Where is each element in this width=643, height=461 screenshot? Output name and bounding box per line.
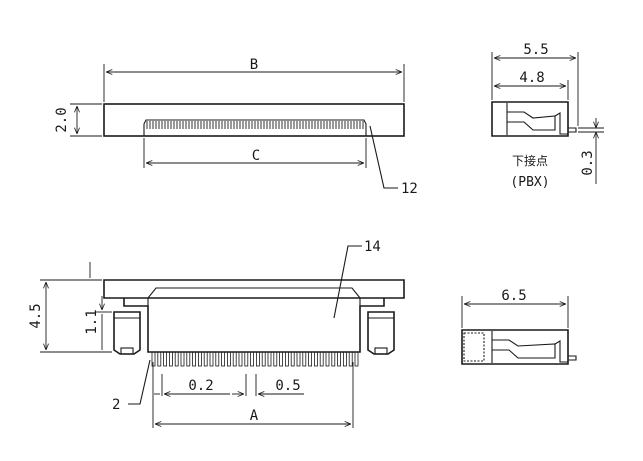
- dim-width-label: 6.5: [501, 288, 526, 304]
- side-view-bottom: 6.5: [461, 288, 577, 365]
- front-contact-pin: [342, 351, 347, 367]
- dim-pitch-a-label: 0.2: [188, 378, 213, 394]
- side-view-top: 5.5 4.8 0.3 下接点 (PBX): [491, 42, 604, 190]
- side-bottom-contact: [568, 355, 577, 361]
- front-contact-pin: [238, 351, 243, 367]
- front-contact-pin: [209, 351, 214, 367]
- dim-height-top-label: 2.0: [54, 107, 70, 132]
- dim-height-front-label: 4.5: [28, 303, 44, 328]
- front-contact-pin: [226, 351, 231, 367]
- caption-bottom-contact: 下接点: [512, 153, 548, 168]
- top-view-contacts: [146, 121, 364, 129]
- front-contact-pin: [244, 351, 249, 367]
- front-contact-pin: [354, 351, 359, 367]
- side-top-contact: [568, 127, 577, 133]
- callout-12-label: 12: [401, 181, 418, 197]
- dim-pitch-b-label: 0.5: [275, 378, 300, 394]
- front-contact-pin: [279, 351, 284, 367]
- front-view: 4.5 1.1 0.2 0.5 A 2 14: [28, 239, 405, 428]
- callout-2-label: 2: [112, 397, 120, 413]
- front-contact-pin: [163, 351, 168, 367]
- front-contact-pin: [250, 351, 255, 367]
- front-contact-pin: [180, 351, 185, 367]
- side-top-body: [491, 101, 569, 137]
- front-contact-pin: [319, 351, 324, 367]
- front-contact-pin: [151, 351, 156, 367]
- front-contacts: [151, 351, 359, 367]
- front-contact-pin: [296, 351, 301, 367]
- front-cover: [103, 279, 405, 299]
- side-top-cavity: [506, 103, 556, 135]
- front-contact-pin: [325, 351, 330, 367]
- dim-inner-height-label: 1.1: [84, 309, 100, 334]
- front-contact-pin: [157, 351, 162, 367]
- front-contact-pin: [174, 351, 179, 367]
- front-contact-pin: [348, 351, 353, 367]
- front-contact-pin: [186, 351, 191, 367]
- front-contact-pin: [267, 351, 272, 367]
- top-view: B C 2.0 12: [54, 57, 418, 197]
- dim-outer-label: 5.5: [523, 42, 548, 58]
- side-top-latch: [554, 112, 568, 135]
- front-contact-pin: [273, 351, 278, 367]
- front-contact-pin: [221, 351, 226, 367]
- callout-2-leader: [128, 359, 151, 405]
- side-bottom-cavity: [491, 331, 556, 363]
- dim-inner-label: 4.8: [519, 70, 544, 86]
- side-bottom-cover: [463, 332, 485, 362]
- front-contact-pin: [255, 351, 260, 367]
- top-view-body: [103, 103, 405, 137]
- callout-14-leader: [333, 245, 362, 319]
- front-contact-pin: [302, 351, 307, 367]
- front-contact-pin: [331, 351, 336, 367]
- caption-pbx: (PBX): [510, 175, 549, 190]
- callout-14-label: 14: [364, 239, 381, 255]
- front-left-foot: [113, 311, 141, 355]
- front-contact-pin: [168, 351, 173, 367]
- front-contact-pin: [308, 351, 313, 367]
- front-contact-pin: [337, 351, 342, 367]
- front-contact-pin: [313, 351, 318, 367]
- front-contact-pin: [290, 351, 295, 367]
- front-contact-pin: [215, 351, 220, 367]
- dim-c-label: C: [252, 148, 260, 164]
- front-contact-pin: [197, 351, 202, 367]
- side-bottom-latch: [554, 340, 568, 363]
- front-contact-pin: [232, 351, 237, 367]
- dim-a-label: A: [250, 408, 259, 424]
- callout-12-leader: [369, 125, 398, 189]
- front-right-foot: [367, 311, 395, 355]
- dim-b-label: B: [250, 57, 258, 73]
- front-contact-pin: [192, 351, 197, 367]
- side-bottom-body: [461, 329, 569, 365]
- front-cover-step: [147, 287, 361, 299]
- front-body: [123, 298, 385, 353]
- top-view-slot: [143, 119, 367, 136]
- front-contact-pin: [203, 351, 208, 367]
- front-contact-pin: [284, 351, 289, 367]
- dim-offset-label: 0.3: [580, 150, 596, 175]
- front-contact-pin: [261, 351, 266, 367]
